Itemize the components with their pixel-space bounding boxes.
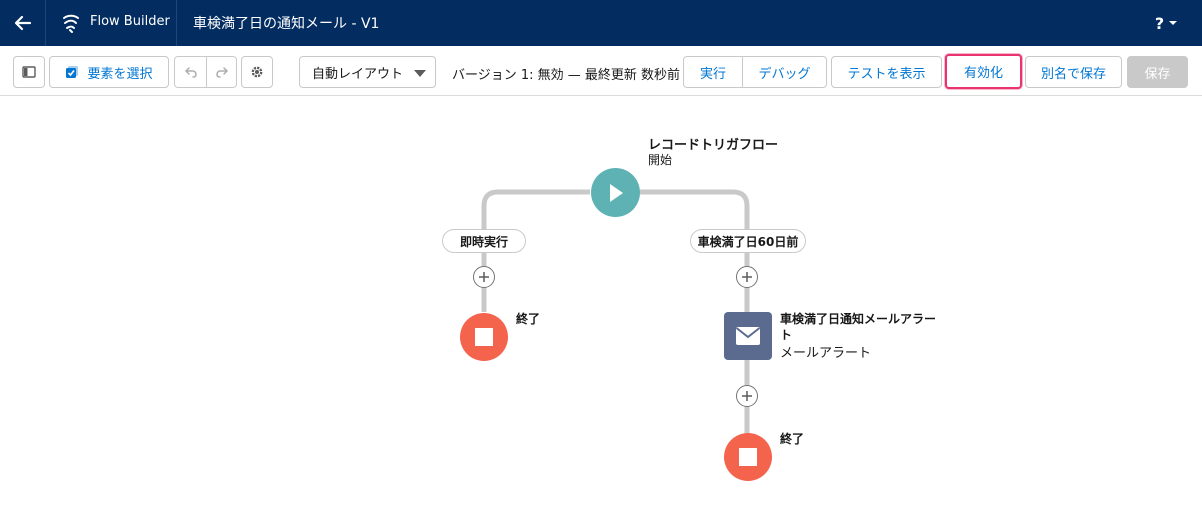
envelope-icon [735, 327, 761, 345]
stop-icon [475, 328, 493, 346]
undo-button[interactable] [175, 57, 206, 87]
select-elements-label: 要素を選択 [87, 66, 153, 82]
email-alert-subtitle: メールアラート [780, 346, 872, 361]
flow-canvas[interactable]: レコードトリガフロー 開始 即時実行 終了 車検満了日60日前 車検満了日通知メ… [0, 97, 1202, 518]
flow-settings-button[interactable] [241, 56, 273, 88]
stop-icon [739, 448, 757, 466]
app-name: Flow Builder [90, 14, 170, 29]
flow-builder-icon [63, 14, 79, 33]
checkbox-select-icon [66, 66, 79, 78]
plus-icon [479, 272, 489, 282]
plus-icon [742, 272, 752, 282]
layout-select-value: 自動レイアウト [312, 66, 404, 82]
select-elements-button[interactable]: 要素を選択 [49, 56, 169, 88]
run-button[interactable]: 実行 [699, 66, 726, 82]
app-launcher: Flow Builder [46, 0, 177, 46]
plus-icon [742, 391, 752, 401]
save-as-button[interactable]: 別名で保存 [1025, 56, 1122, 88]
end-node[interactable] [460, 313, 508, 361]
back-button[interactable] [0, 0, 46, 46]
play-icon [609, 183, 623, 202]
save-button[interactable]: 保存 [1127, 56, 1188, 88]
app-header: Flow Builder 車検満了日の通知メール - V1 ? [0, 0, 1202, 46]
view-tests-button[interactable]: テストを表示 [831, 56, 942, 88]
undo-redo-group [174, 56, 237, 88]
flow-title: 車検満了日の通知メール - V1 [193, 16, 380, 32]
chevron-down-icon [414, 70, 426, 77]
email-alert-title-cont: ト [780, 328, 793, 342]
chevron-down-icon [1169, 21, 1178, 25]
help-icon: ? [1154, 13, 1165, 33]
layout-select[interactable]: 自動レイアウト [299, 56, 436, 88]
redo-button[interactable] [206, 57, 236, 87]
add-element-button[interactable] [736, 385, 758, 407]
toggle-panel-button[interactable] [13, 56, 45, 88]
start-node-subtitle: 開始 [648, 153, 673, 167]
arrow-left-icon [14, 15, 31, 31]
connector-lines [481, 189, 750, 439]
end-node-label: 終了 [516, 312, 541, 326]
start-node-title: レコードトリガフロー [648, 138, 779, 153]
start-node[interactable] [591, 168, 640, 217]
email-alert-title: 車検満了日通知メールアラー [780, 312, 937, 326]
panel-toggle-icon [22, 66, 36, 78]
redo-icon [215, 67, 228, 78]
branch-label-immediate[interactable]: 即時実行 [442, 229, 526, 253]
activate-button[interactable]: 有効化 [945, 54, 1022, 89]
end-node-label: 終了 [780, 432, 805, 446]
add-element-button[interactable] [736, 266, 758, 288]
branch-label-60-days[interactable]: 車検満了日60日前 [690, 229, 806, 253]
add-element-button[interactable] [473, 266, 495, 288]
run-debug-group: 実行 デバッグ [683, 56, 827, 88]
version-status: バージョン 1: 無効 — 最終更新 数秒前 [452, 68, 681, 83]
gear-icon [251, 66, 263, 78]
debug-button[interactable]: デバッグ [742, 57, 826, 87]
undo-icon [184, 67, 197, 78]
end-node[interactable] [724, 433, 772, 481]
email-alert-node[interactable] [724, 312, 772, 360]
help-menu-button[interactable]: ? [1146, 10, 1186, 36]
